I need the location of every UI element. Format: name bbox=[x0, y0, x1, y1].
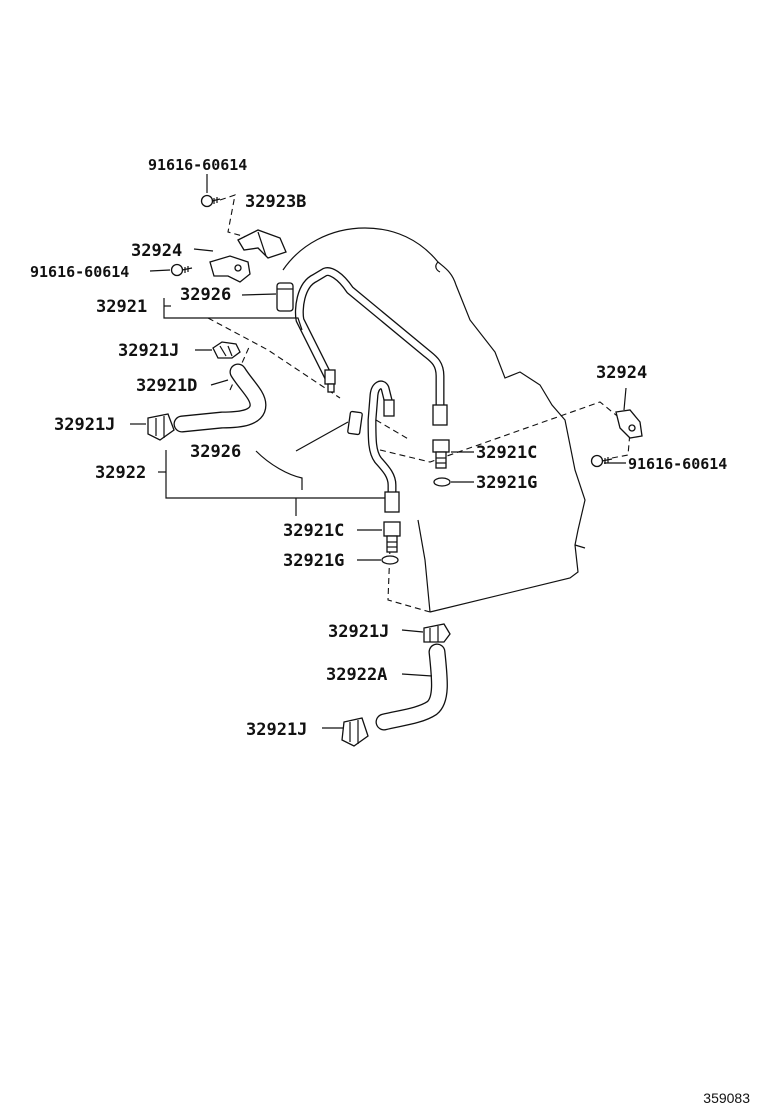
label-union-right: 32921C bbox=[476, 443, 537, 463]
bolt-right bbox=[590, 454, 613, 468]
clamp-left bbox=[209, 255, 251, 283]
gasket-right bbox=[433, 477, 451, 487]
clamp-right bbox=[615, 409, 643, 439]
bracket-top bbox=[237, 229, 287, 259]
label-gasket-right: 32921G bbox=[476, 473, 537, 493]
label-grommet-lower: 32926 bbox=[190, 442, 241, 462]
leader-lines bbox=[130, 174, 627, 729]
label-bolt-top: 91616-60614 bbox=[148, 156, 247, 174]
tube-lower-end-fitting bbox=[383, 399, 395, 417]
hose-lower bbox=[375, 643, 448, 731]
label-bracket-top: 32923B bbox=[245, 192, 306, 212]
union-right bbox=[432, 439, 450, 469]
tube-lower-flare-nut bbox=[384, 491, 400, 513]
grommet-lower bbox=[347, 410, 363, 436]
tube-assembly-lower bbox=[367, 380, 400, 513]
tube-upper-end-fitting bbox=[324, 369, 336, 385]
label-clip-lower-top: 32921J bbox=[328, 622, 389, 642]
gasket-lower bbox=[381, 555, 399, 565]
grommet-upper bbox=[276, 282, 294, 312]
label-clamp-right: 32924 bbox=[596, 363, 647, 383]
label-tube-assy-upper: 32921 bbox=[96, 297, 147, 317]
label-clamp-left: 32924 bbox=[131, 241, 182, 261]
tube-assembly-upper bbox=[294, 267, 448, 426]
clip-lower-top bbox=[423, 623, 451, 643]
label-clip-upper-hose: 32921J bbox=[118, 341, 179, 361]
clip-upper-hose bbox=[212, 341, 241, 359]
union-lower bbox=[383, 521, 401, 553]
label-hose-lower: 32922A bbox=[326, 665, 387, 685]
label-grommet-upper: 32926 bbox=[180, 285, 231, 305]
label-clip-upper-hose-end: 32921J bbox=[54, 415, 115, 435]
label-clip-lower-end: 32921J bbox=[246, 720, 307, 740]
label-tube-assy-lower: 32922 bbox=[95, 463, 146, 483]
label-bolt-left: 91616-60614 bbox=[30, 263, 129, 281]
label-hose-upper: 32921D bbox=[136, 376, 197, 396]
label-union-lower: 32921C bbox=[283, 521, 344, 541]
label-gasket-lower: 32921G bbox=[283, 551, 344, 571]
diagram-reference-number: 359083 bbox=[703, 1090, 750, 1106]
clip-upper-hose-end bbox=[147, 413, 175, 441]
assembly-dashed-lines bbox=[207, 194, 633, 613]
bolt-left bbox=[170, 263, 193, 277]
bolt-top bbox=[200, 194, 221, 208]
tube-upper-flare-nut bbox=[432, 404, 448, 426]
transmission-case-outline bbox=[282, 227, 586, 613]
clip-lower-end bbox=[341, 717, 369, 747]
label-bolt-right: 91616-60614 bbox=[628, 455, 727, 473]
hose-upper bbox=[173, 363, 267, 433]
